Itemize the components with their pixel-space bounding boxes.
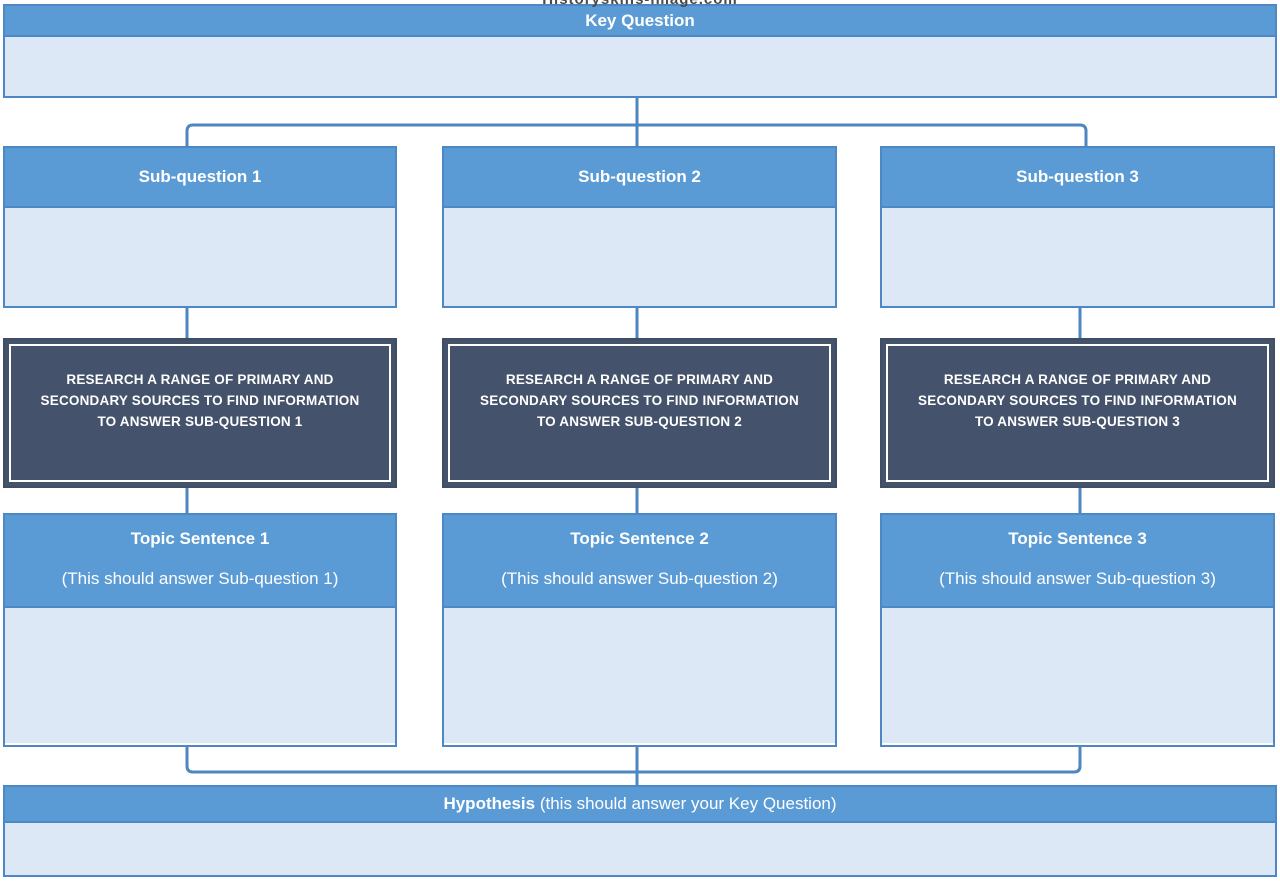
research-instruction-2-box: RESEARCH A RANGE OF PRIMARY AND SECONDAR… [442,338,837,488]
topic-sentence-2-note: (This should answer Sub-question 2) [501,569,778,588]
key-question-title: Key Question [585,11,695,30]
research-instruction-1-box: RESEARCH A RANGE OF PRIMARY AND SECONDAR… [3,338,397,488]
topic-sentence-2-header: Topic Sentence 2 (This should answer Sub… [444,515,835,608]
topic-sentence-3-box: Topic Sentence 3 (This should answer Sub… [880,513,1275,747]
sub-question-2-box: Sub-question 2 [442,146,837,308]
hypothesis-answer-area [5,823,1275,875]
sub-question-1-title: Sub-question 1 [138,167,262,186]
key-question-answer-area [5,37,1275,96]
sub-question-3-box: Sub-question 3 [880,146,1275,308]
hypothesis-title: Hypothesis [443,794,536,813]
topic-sentence-1-box: Topic Sentence 1 (This should answer Sub… [3,513,397,747]
topic-sentence-1-header: Topic Sentence 1 (This should answer Sub… [5,515,395,608]
topic-sentence-2-box: Topic Sentence 2 (This should answer Sub… [442,513,837,747]
sub-question-2-header: Sub-question 2 [444,148,835,208]
hypothesis-box: Hypothesis (this should answer your Key … [3,785,1277,877]
sub-question-1-header: Sub-question 1 [5,148,395,208]
sub-question-3-header: Sub-question 3 [882,148,1273,208]
sub-question-1-box: Sub-question 1 [3,146,397,308]
sub-question-3-title: Sub-question 3 [1016,167,1139,186]
sub-question-2-title: Sub-question 2 [578,167,701,186]
topic-sentence-3-title: Topic Sentence 3 [1008,529,1147,548]
sub-question-2-answer-area [444,208,835,306]
hypothesis-note: (this should answer your Key Question) [539,794,837,813]
watermark-text: Historyskills-image.com [0,0,1280,8]
research-instruction-3-box: RESEARCH A RANGE OF PRIMARY AND SECONDAR… [880,338,1275,488]
research-instruction-3-inner: RESEARCH A RANGE OF PRIMARY AND SECONDAR… [886,344,1269,482]
sub-question-1-answer-area [5,208,395,306]
key-question-box: Key Question [3,4,1277,98]
topic-sentence-1-answer-area [5,608,395,743]
topic-sentence-1-note: (This should answer Sub-question 1) [61,569,339,588]
topic-sentence-2-title: Topic Sentence 2 [570,529,709,548]
topic-sentence-3-answer-area [882,608,1273,743]
research-instruction-1-inner: RESEARCH A RANGE OF PRIMARY AND SECONDAR… [9,344,391,482]
connector-top-bar [185,123,1088,146]
topic-sentence-3-note: (This should answer Sub-question 3) [939,569,1216,588]
research-instruction-2-inner: RESEARCH A RANGE OF PRIMARY AND SECONDAR… [448,344,831,482]
research-instruction-2-text: RESEARCH A RANGE OF PRIMARY AND SECONDAR… [480,371,799,429]
hypothesis-header: Hypothesis (this should answer your Key … [5,787,1275,823]
research-instruction-3-text: RESEARCH A RANGE OF PRIMARY AND SECONDAR… [918,371,1237,429]
sub-question-3-answer-area [882,208,1273,306]
research-instruction-1-text: RESEARCH A RANGE OF PRIMARY AND SECONDAR… [40,371,360,429]
topic-sentence-2-answer-area [444,608,835,743]
key-question-header: Key Question [5,6,1275,37]
topic-sentence-3-header: Topic Sentence 3 (This should answer Sub… [882,515,1273,608]
topic-sentence-1-title: Topic Sentence 1 [130,529,270,548]
connector-bottom-bar [185,747,1082,774]
